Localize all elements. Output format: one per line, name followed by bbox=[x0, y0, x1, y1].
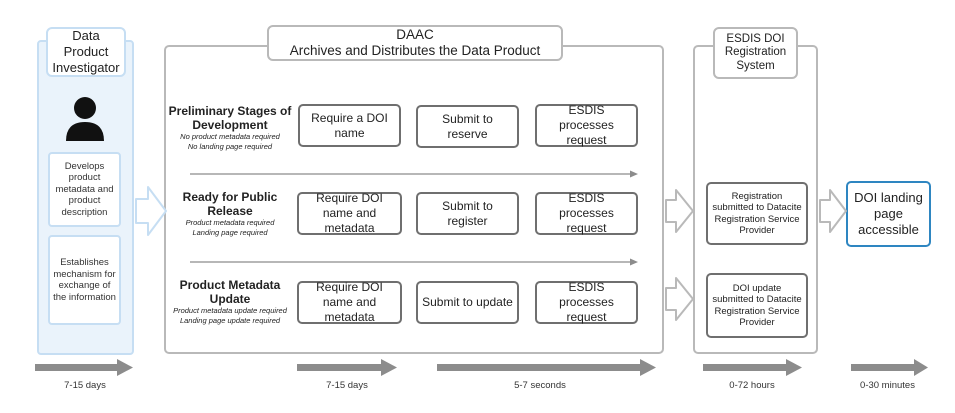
timeline-arrow bbox=[437, 359, 656, 376]
submit-to-update-box: Submit to update bbox=[416, 281, 519, 324]
timeline-arrow bbox=[297, 359, 397, 376]
thin-arrow bbox=[190, 258, 638, 266]
chevron-arrow bbox=[135, 186, 167, 236]
esdis-processes-request-box: ESDIS processes request bbox=[535, 191, 638, 235]
timeline-arrow bbox=[703, 359, 802, 376]
doi-update-submitted-box: DOI update submitted to Datacite Registr… bbox=[706, 273, 808, 338]
chevron-arrow bbox=[665, 189, 694, 233]
stage-heading: Ready for Public Release bbox=[182, 190, 278, 218]
submit-to-reserve-box: Submit to reserve bbox=[416, 105, 519, 148]
stage-heading: Product Metadata Update bbox=[179, 278, 281, 306]
submit-to-register-box: Submit to register bbox=[416, 192, 519, 235]
chevron-arrow bbox=[665, 277, 694, 321]
require-doi-name-box: Require a DOI name bbox=[298, 104, 401, 147]
registration-submitted-box: Registration submitted to Datacite Regis… bbox=[706, 182, 808, 245]
timeline-label: 7-15 days bbox=[64, 380, 106, 391]
stage-metadata-update: Product Metadata Update Product metadata… bbox=[160, 278, 300, 325]
investigator-title: Data Product Investigator bbox=[46, 27, 126, 77]
esdis-processes-request-box: ESDIS processes request bbox=[535, 280, 638, 324]
stage-heading: Preliminary Stages of Development bbox=[168, 104, 292, 132]
stage-preliminary: Preliminary Stages of Development No pro… bbox=[160, 104, 300, 151]
stage-note: Product metadata required bbox=[185, 218, 275, 227]
establish-mechanism-step: Establishes mechanism for exchange of th… bbox=[48, 235, 121, 325]
stage-note: Product metadata update required bbox=[173, 306, 287, 315]
develops-metadata-step: Develops product metadata and product de… bbox=[48, 152, 121, 227]
stage-note: Landing page required bbox=[192, 227, 268, 237]
timeline-label: 5-7 seconds bbox=[514, 380, 566, 391]
timeline-label: 0-72 hours bbox=[729, 380, 775, 391]
timeline-arrow bbox=[851, 359, 928, 376]
timeline-arrow bbox=[35, 359, 133, 376]
thin-arrow bbox=[190, 170, 638, 178]
chevron-arrow bbox=[819, 189, 847, 233]
stage-note: No landing page required bbox=[187, 141, 273, 151]
esdis-title: ESDIS DOI Registration System bbox=[713, 27, 798, 79]
timeline-label: 7-15 days bbox=[326, 380, 368, 391]
require-doi-name-metadata-box: Require DOI name and metadata bbox=[297, 280, 402, 324]
daac-title: DAAC Archives and Distributes the Data P… bbox=[267, 25, 563, 61]
esdis-processes-request-box: ESDIS processes request bbox=[535, 103, 638, 147]
stage-note: No product metadata required bbox=[180, 132, 280, 141]
timeline-label: 0-30 minutes bbox=[860, 380, 915, 391]
require-doi-name-metadata-box: Require DOI name and metadata bbox=[297, 191, 402, 235]
stage-note: Landing page update required bbox=[179, 315, 281, 325]
stage-public-release: Ready for Public Release Product metadat… bbox=[160, 190, 300, 237]
person-icon bbox=[66, 97, 104, 141]
doi-landing-page-box: DOI landing page accessible bbox=[846, 181, 931, 247]
